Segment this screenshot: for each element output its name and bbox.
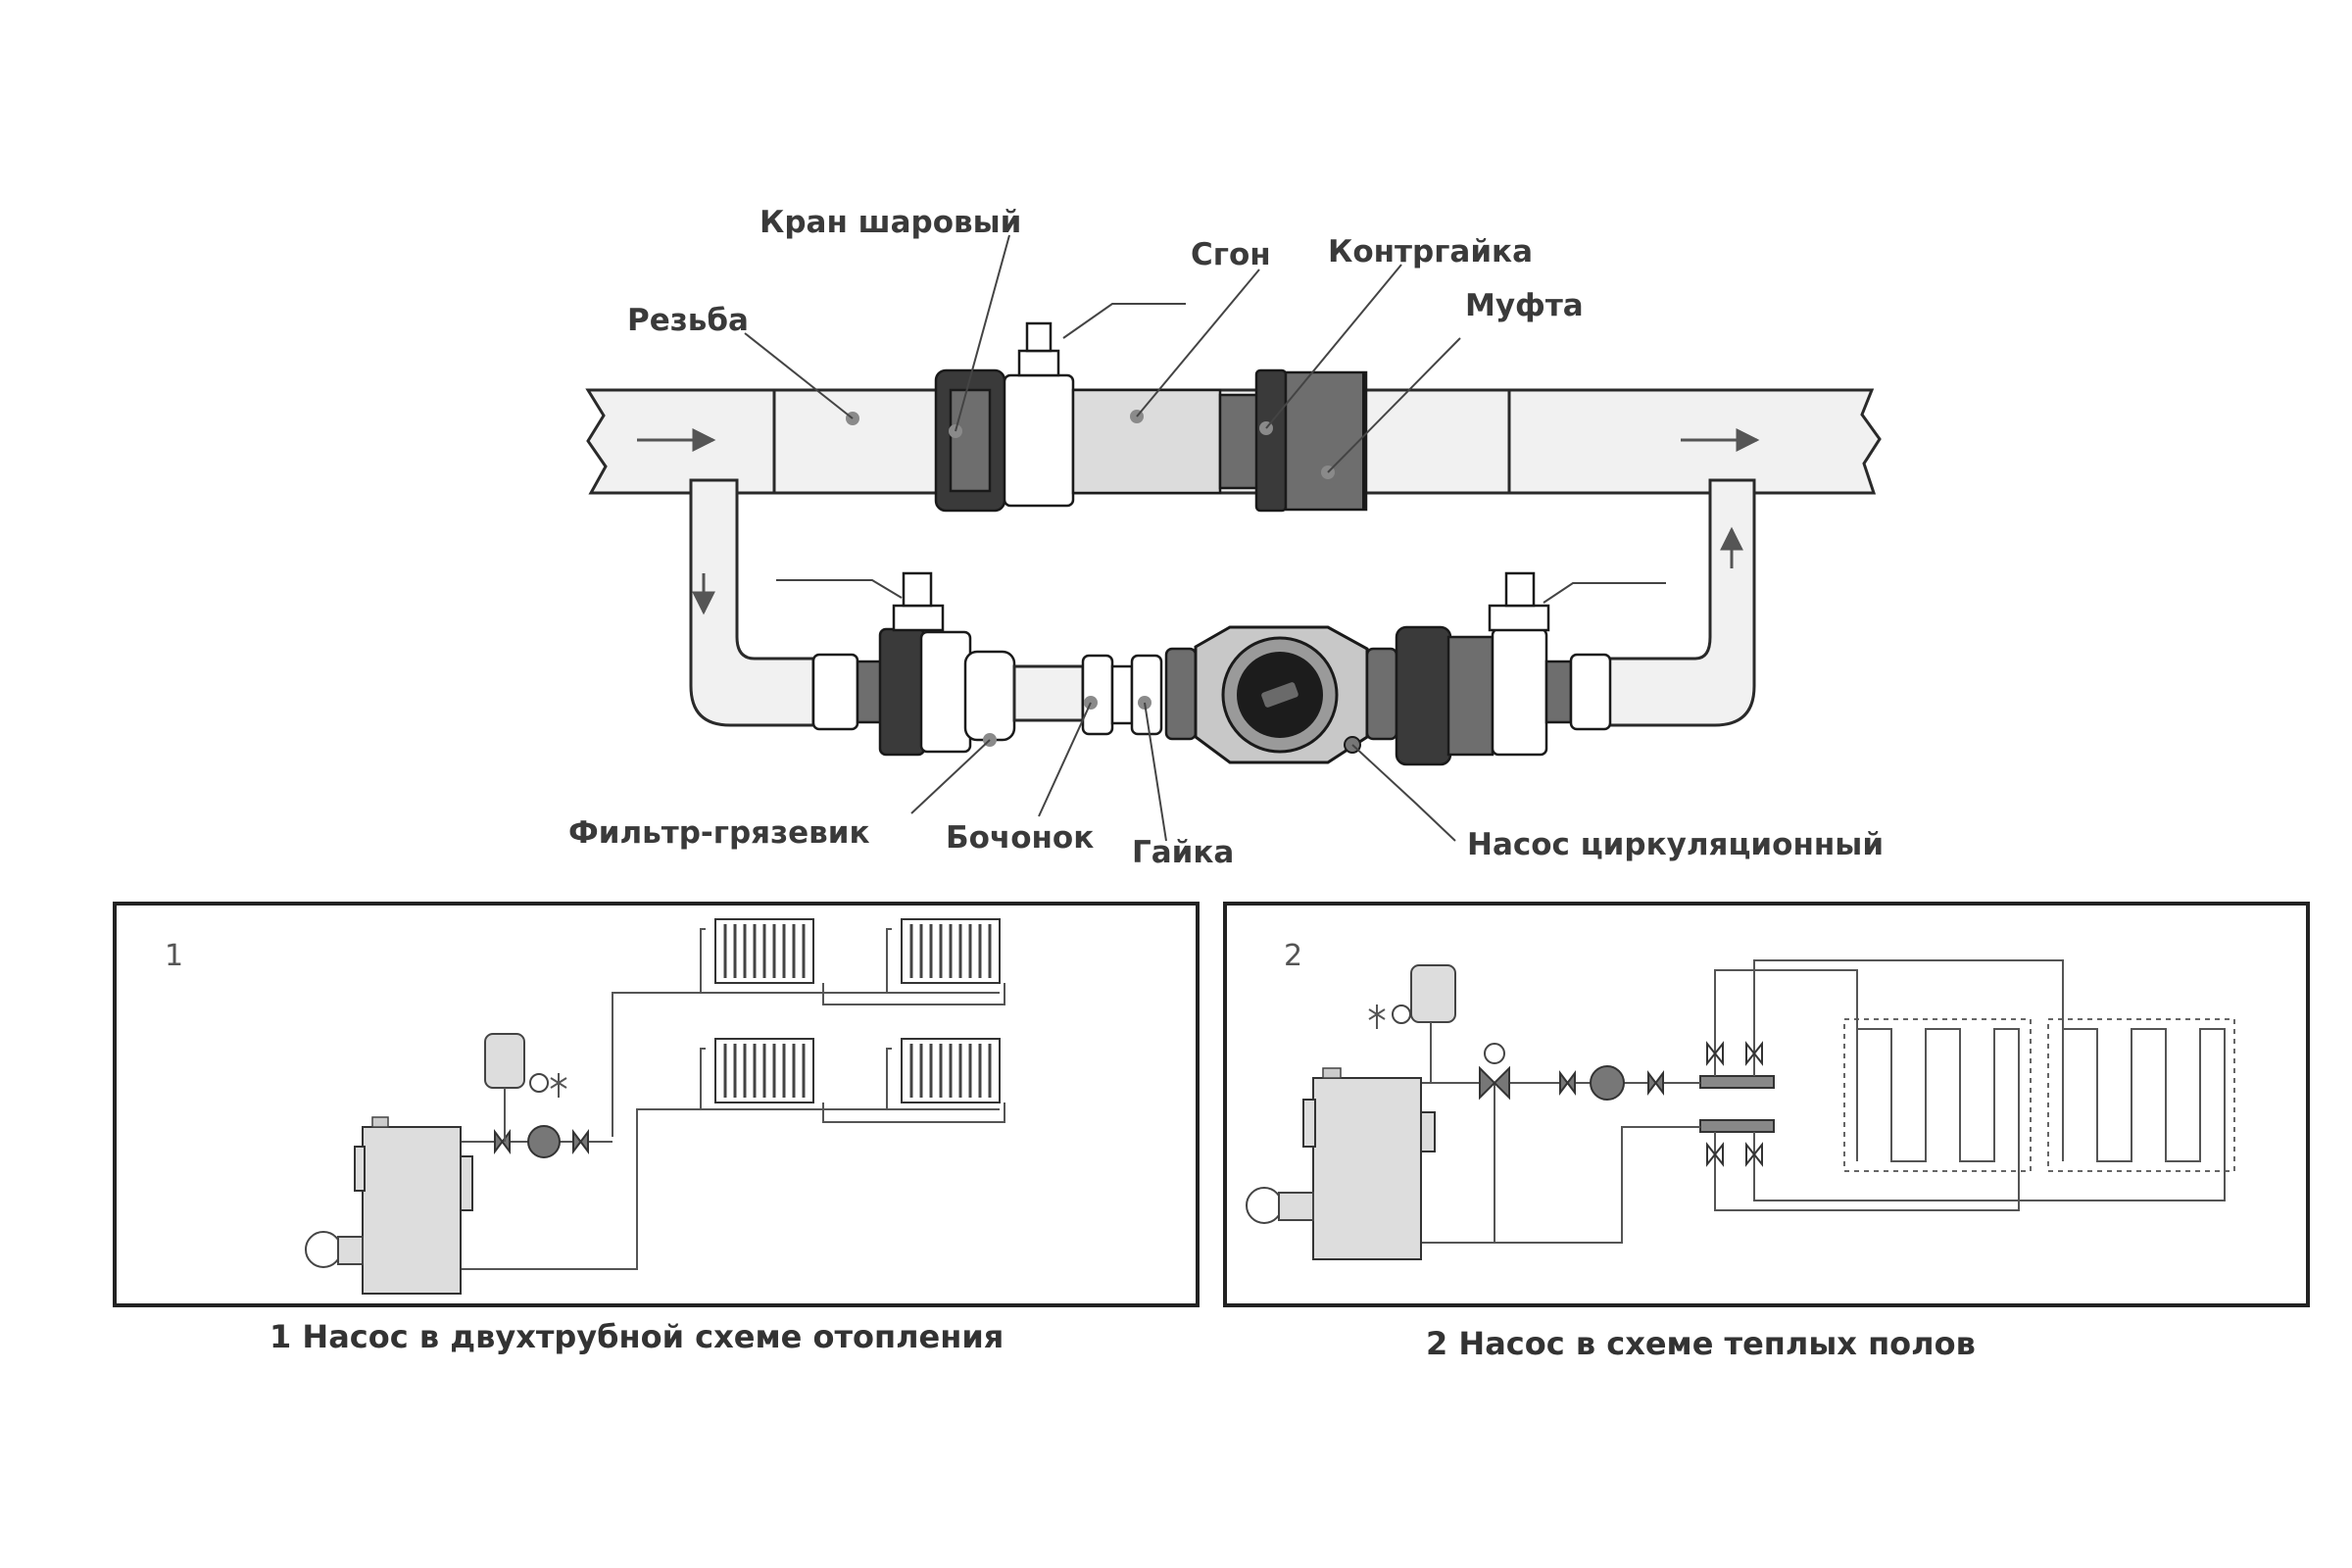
bypass-right-nipple xyxy=(1569,653,1612,731)
circulation-pump xyxy=(1164,625,1398,764)
scheme-1-pump xyxy=(527,1125,561,1158)
floor-loop-1 xyxy=(1843,1018,2032,1172)
bypass-right-union xyxy=(1395,625,1452,766)
scheme-1-boiler xyxy=(305,1116,473,1295)
label-sgon: Сгон xyxy=(1191,237,1271,272)
radiator-3-bottom-left xyxy=(714,1038,814,1103)
scheme-1-expansion-tank xyxy=(484,1033,525,1089)
label-circ-pump: Насос циркуляционный xyxy=(1467,827,1884,862)
radiator-4-bottom-right xyxy=(901,1038,1001,1103)
three-way-mixing-valve xyxy=(1479,1065,1510,1101)
radiator-2-top-right xyxy=(901,918,1001,984)
pump-bypass-assembly: Резьба Кран шаровый Сгон Контргайка Муфт… xyxy=(568,205,1884,870)
radiator-1-top-left xyxy=(714,918,814,984)
scheme-2-pump xyxy=(1590,1065,1625,1101)
return-manifold xyxy=(1699,1119,1775,1133)
scheme-1-two-pipe-heating: 1 xyxy=(113,902,1200,1355)
bypass-left-nipple xyxy=(811,653,859,731)
scheme-1-frame xyxy=(113,902,1200,1307)
locknut-part xyxy=(1254,368,1288,513)
bypass-right-ball-valve xyxy=(1488,571,1666,757)
bypass-right-bend xyxy=(1605,478,1756,727)
supply-manifold xyxy=(1699,1075,1775,1089)
coupling-part xyxy=(1284,370,1368,512)
main-line-ball-valve xyxy=(934,303,1186,513)
mud-filter xyxy=(963,650,1016,742)
bypass-left-bend xyxy=(689,478,815,727)
label-mud-filter: Фильтр-грязевик xyxy=(568,815,870,851)
scheme-1-caption: 1 Насос в двухтрубной схеме отопления xyxy=(270,1318,1004,1355)
scheme-2-frame xyxy=(1223,902,2310,1307)
label-coupling: Муфта xyxy=(1465,288,1584,323)
scheme-2-caption: 2 Насос в схеме теплых полов xyxy=(1426,1325,1976,1362)
scheme-1-number: 1 xyxy=(165,939,183,973)
label-barrel: Бочонок xyxy=(946,820,1094,856)
bypass-left-ball-valve xyxy=(776,571,972,757)
label-ball-valve: Кран шаровый xyxy=(760,205,1021,240)
label-nut: Гайка xyxy=(1132,835,1234,870)
nut xyxy=(1130,654,1163,736)
scheme-2-boiler xyxy=(1246,1067,1436,1260)
scheme-2-expansion-tank xyxy=(1410,964,1456,1023)
label-thread: Резьба xyxy=(627,303,749,338)
scheme-2-underfloor-heating: 2 xyxy=(1223,902,2310,1362)
label-locknut: Контргайка xyxy=(1328,234,1533,270)
floor-loop-2 xyxy=(2047,1018,2235,1172)
scheme-2-number: 2 xyxy=(1284,939,1302,973)
barrel xyxy=(1081,654,1114,736)
